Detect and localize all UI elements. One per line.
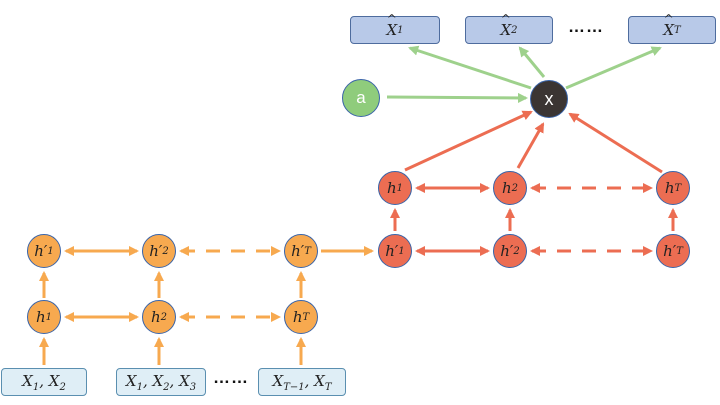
input-term: , X: [142, 371, 164, 390]
input-ellipsis: ……: [213, 368, 249, 387]
input-term-subscript: 1: [136, 381, 143, 393]
decoder-h-prime-2-node: h′2: [493, 234, 527, 268]
input-term-subscript: 3: [189, 381, 197, 393]
input-term-subscript: T: [324, 381, 332, 393]
edge-dec-h1-to-x: [404, 110, 533, 172]
edge-x-to-output1: [408, 45, 532, 90]
input-term: X: [125, 371, 137, 390]
decoder-h-prime-1-node: h′1: [378, 234, 412, 268]
edge-dec-hT-to-x: [568, 112, 663, 174]
input-term-subscript: 2: [163, 381, 170, 393]
input-box-1: X1, X2: [1, 368, 87, 396]
decoder-h-prime-T-node: h′T: [656, 234, 690, 268]
input-term: , X: [304, 371, 325, 390]
output-box-1: X1: [350, 16, 440, 44]
encoder-h-prime-T-node: h′T: [284, 234, 318, 268]
edge-x-to-outputT: [565, 46, 662, 90]
encoder-h-prime-1-node: h′1: [27, 234, 61, 268]
input-term: , X: [39, 371, 60, 390]
combine-x-node: x: [530, 80, 568, 118]
input-term-subscript: 2: [59, 381, 66, 393]
output-box-2: X2: [465, 16, 553, 44]
output-ellipsis: ……: [568, 17, 604, 36]
input-term-subscript: 1: [32, 381, 40, 393]
edge-dec-h2-to-x: [516, 122, 545, 169]
input-box-2: X1, X2, X3: [116, 368, 206, 396]
output-box-3: XT: [628, 16, 716, 44]
edge-a-to-x: [386, 92, 529, 104]
attention-a-node: a: [342, 79, 380, 117]
input-term: X: [272, 371, 284, 390]
edge-x-to-output2: [518, 46, 546, 78]
input-term-subscript: T−1: [283, 381, 305, 393]
encoder-h-prime-2-node: h′2: [142, 234, 176, 268]
input-box-3: XT−1, XT: [258, 368, 346, 396]
input-term: , X: [169, 371, 190, 390]
input-term: X: [22, 371, 33, 390]
